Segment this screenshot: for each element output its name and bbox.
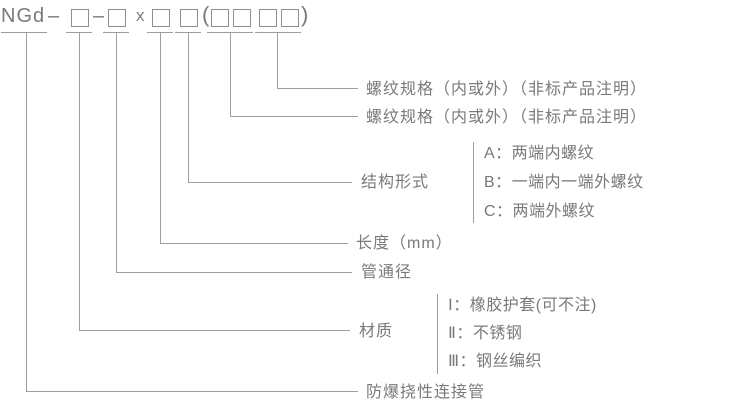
paren-close: )	[301, 2, 310, 27]
material-option-1: Ⅰ：橡胶护套(可不注)	[448, 297, 597, 314]
placeholder-box-thread-1	[211, 9, 229, 27]
placeholder-box-diameter	[108, 9, 126, 27]
label-product-name: 防爆挠性连接管	[366, 384, 486, 401]
placeholder-box-thread-2	[233, 9, 251, 27]
leader-vertical-diameter	[116, 32, 118, 273]
underline-prefix	[1, 32, 47, 34]
leader-horizontal-thread-outer	[277, 88, 358, 90]
placeholder-box-structure	[180, 9, 198, 27]
dash-separator: –	[48, 5, 61, 27]
leader-vertical-thread-outer	[277, 32, 279, 89]
leader-horizontal-product	[26, 391, 358, 393]
structure-option-b: B：一端内一端外螺纹	[484, 174, 644, 191]
leader-vertical-thread-inner	[230, 32, 232, 117]
structure-option-c: C：两端外螺纹	[484, 203, 596, 220]
leader-vertical-length	[160, 32, 162, 244]
placeholder-box-material	[71, 9, 89, 27]
material-options-bracket	[437, 294, 439, 374]
leader-horizontal-length	[160, 243, 348, 245]
placeholder-box-thread-4	[281, 9, 299, 27]
leader-vertical-material	[79, 32, 81, 331]
placeholder-box-thread-3	[259, 9, 277, 27]
paren-open: (	[202, 2, 211, 27]
leader-horizontal-diameter	[116, 272, 352, 274]
material-option-2: Ⅱ：不锈钢	[448, 325, 523, 342]
leader-vertical-structure	[188, 32, 190, 183]
placeholder-box-length	[152, 9, 170, 27]
leader-horizontal-structure	[188, 182, 352, 184]
label-length: 长度（mm）	[356, 235, 453, 252]
dash-separator: –	[93, 5, 106, 27]
material-option-3: Ⅲ：钢丝编织	[448, 353, 543, 370]
structure-options-bracket	[473, 142, 475, 223]
multiply-sign: x	[136, 6, 146, 25]
label-material: 材质	[359, 323, 394, 340]
material-options-list: Ⅰ：橡胶护套(可不注) Ⅱ：不锈钢 Ⅲ：钢丝编织	[448, 292, 597, 376]
structure-option-a: A：两端内螺纹	[484, 145, 595, 162]
label-thread-spec-inner: 螺纹规格（内或外）（非标产品注明）	[366, 109, 648, 126]
label-pipe-diameter: 管通径	[361, 264, 413, 281]
leader-vertical-product	[26, 32, 28, 392]
leader-horizontal-material	[79, 330, 350, 332]
leader-horizontal-thread-inner	[230, 116, 358, 118]
structure-options-list: A：两端内螺纹 B：一端内一端外螺纹 C：两端外螺纹	[484, 139, 644, 226]
label-thread-spec-outer: 螺纹规格（内或外）（非标产品注明）	[366, 81, 648, 98]
model-prefix: NGd	[1, 5, 46, 27]
label-structure-type: 结构形式	[361, 174, 430, 191]
